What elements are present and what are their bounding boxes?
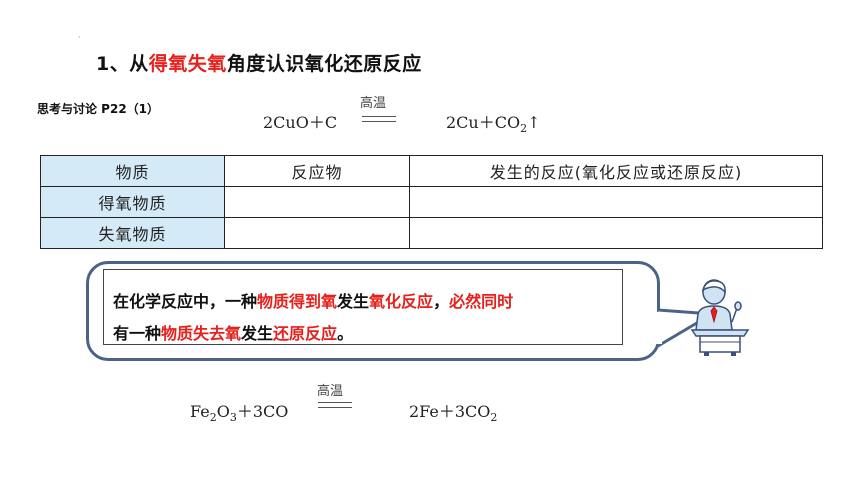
conclusion-highlight: 氧化反应 <box>369 292 434 311</box>
reaction-table: 物质 反应物 发生的反应(氧化反应或还原反应) 得氧物质 失氧物质 <box>40 155 823 249</box>
table-cell-blank[interactable] <box>409 217 823 249</box>
equation2-part: 2Fe＋3CO <box>409 402 491 421</box>
conclusion-text: 有一种 <box>113 324 162 343</box>
equation1-equals-sign <box>362 116 396 122</box>
equation2-part: Fe <box>190 402 210 421</box>
conclusion-line2: 有一种物质失去氧发生还原反应。 <box>113 320 353 344</box>
equation2-sub: 2 <box>209 411 217 425</box>
conclusion-highlight: 物质得到氧 <box>257 292 338 311</box>
conclusion-highlight: 必然同时 <box>449 292 514 311</box>
heading-prefix: 1、从 <box>96 53 149 75</box>
heading-suffix: 角度认识氧化还原反应 <box>226 53 422 75</box>
section-heading: 1、从得氧失氧角度认识氧化还原反应 <box>96 49 422 76</box>
equation2-sub: 2 <box>490 411 498 425</box>
equation1-right-sub: 2 <box>520 122 528 136</box>
equation2-condition: 高温 <box>317 384 344 399</box>
table-row-label: 失氧物质 <box>40 217 225 249</box>
conclusion-text: 发生 <box>337 292 370 311</box>
equation2-equals-sign <box>318 402 352 408</box>
table-header-cell: 发生的反应(氧化反应或还原反应) <box>409 155 823 187</box>
equation1-left: 2CuO＋C <box>263 113 338 132</box>
heading-highlight: 得氧失氧 <box>148 53 227 75</box>
table-row-label: 得氧物质 <box>40 186 225 218</box>
table-header-cell: 物质 <box>40 155 225 187</box>
equation1-right-main: 2Cu＋CO <box>446 113 521 132</box>
conclusion-text: 在化学反应中，一种 <box>113 292 258 311</box>
equation2-sub: 3 <box>229 411 237 425</box>
gas-arrow-icon: ↑ <box>527 113 541 132</box>
equation1-right: 2Cu＋CO2↑ <box>446 109 541 135</box>
conclusion-highlight: 还原反应 <box>273 324 338 343</box>
equation2-part: O <box>216 402 230 421</box>
equation2-right: 2Fe＋3CO2 <box>409 398 497 424</box>
table-header-row: 物质 反应物 发生的反应(氧化反应或还原反应) <box>40 155 823 187</box>
equation1-condition: 高温 <box>360 96 387 111</box>
teacher-speaker-icon <box>690 279 750 356</box>
table-row: 失氧物质 <box>40 217 823 249</box>
conclusion-highlight: 物质失去氧 <box>161 324 242 343</box>
table-header-cell: 反应物 <box>224 155 410 187</box>
equation2-left: Fe2O3＋3CO <box>190 398 288 424</box>
conclusion-box <box>103 269 623 345</box>
table-row: 得氧物质 <box>40 186 823 218</box>
conclusion-line1: 在化学反应中，一种物质得到氧发生氧化反应，必然同时 <box>113 288 513 312</box>
decorative-dot: · <box>78 33 81 42</box>
conclusion-text: 。 <box>337 324 354 343</box>
conclusion-text: 发生 <box>241 324 274 343</box>
conclusion-text: ， <box>433 292 450 311</box>
table-cell-blank[interactable] <box>409 186 823 218</box>
table-cell-blank[interactable] <box>224 186 410 218</box>
table-cell-blank[interactable] <box>224 217 410 249</box>
think-discuss-label: 思考与讨论 P22（1） <box>37 102 160 116</box>
equation2-part: ＋3CO <box>236 402 289 421</box>
